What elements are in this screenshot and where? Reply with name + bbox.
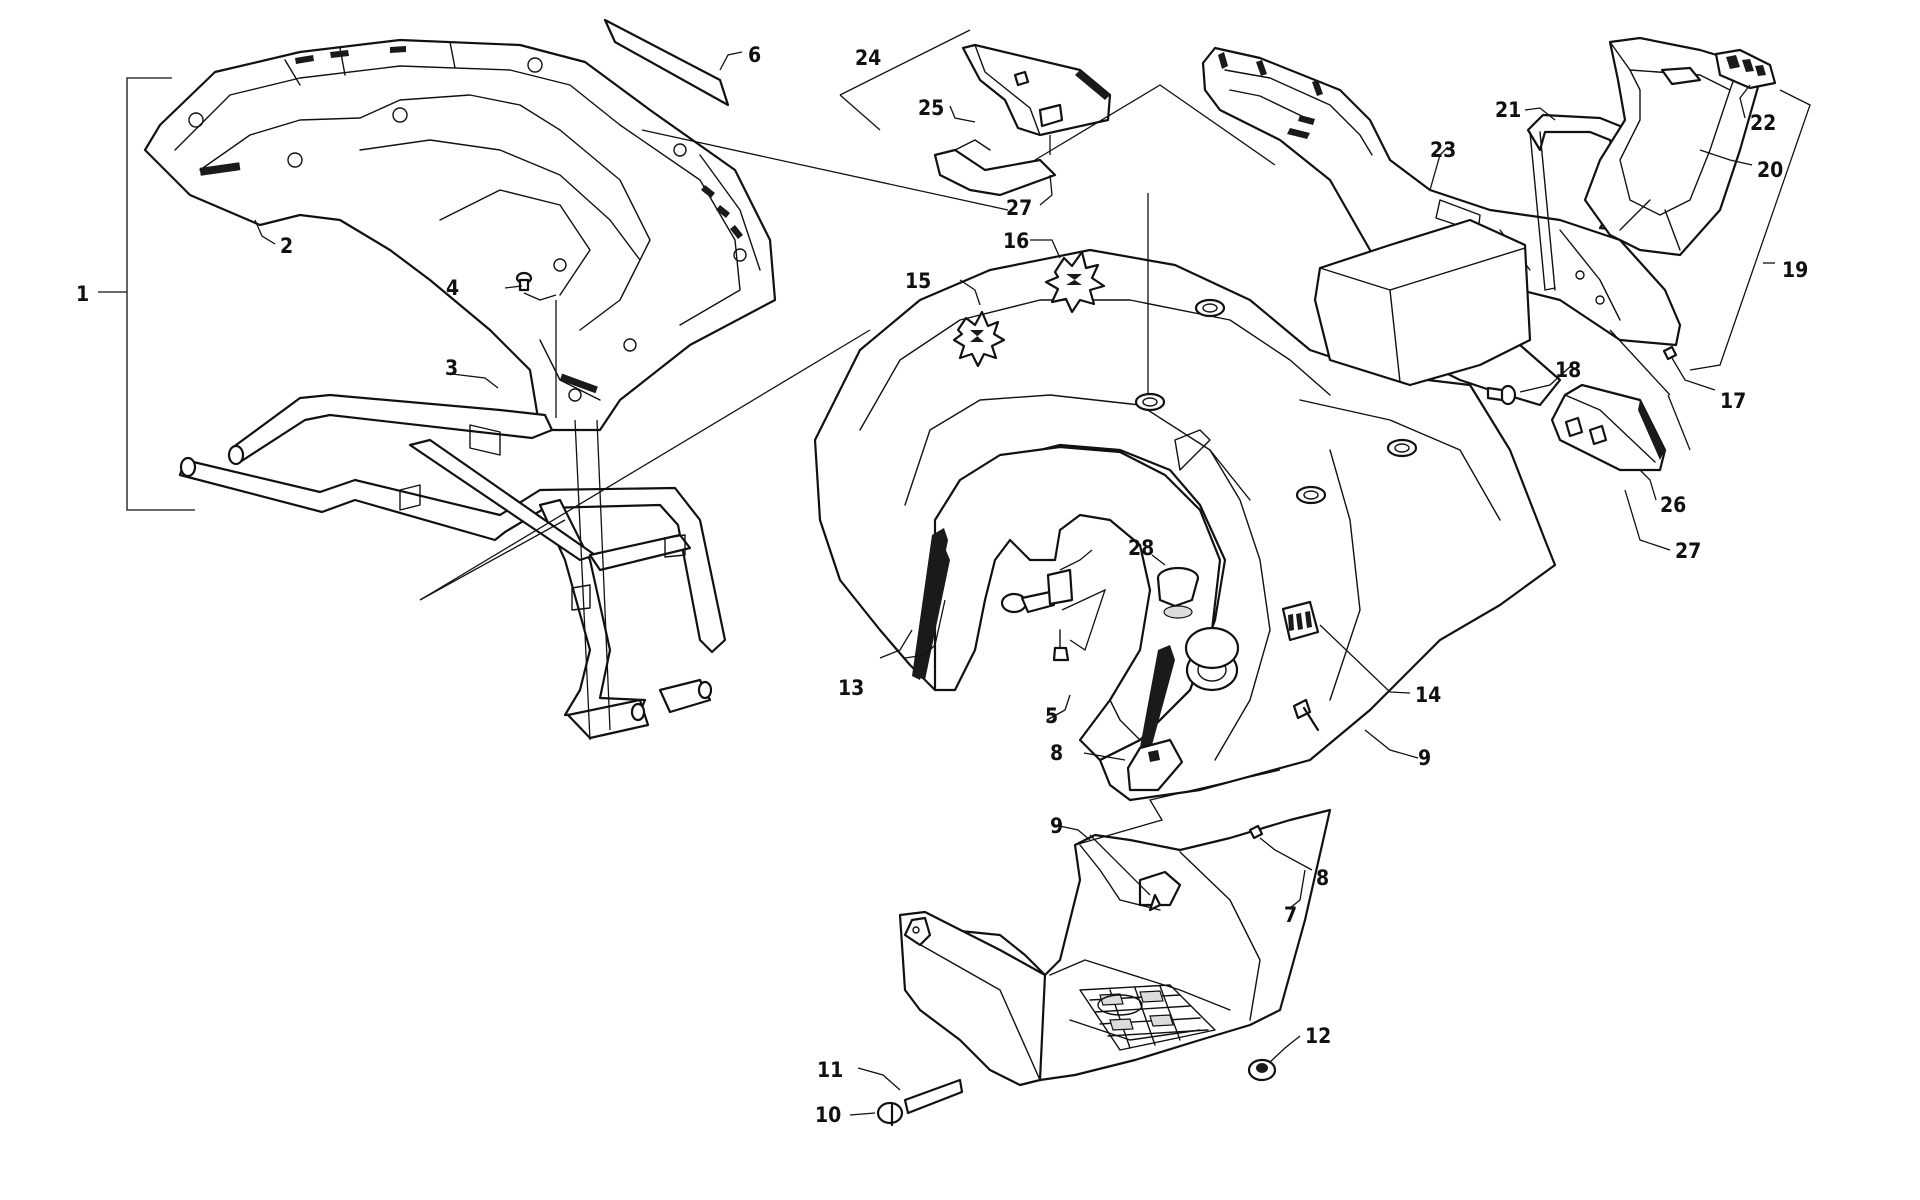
leader-fender-to-footwell (1074, 769, 1281, 846)
assembly-bracket-19 (1689, 89, 1811, 371)
fastener-9-upper (1292, 698, 1320, 732)
callout-22: 22 (1750, 111, 1776, 135)
callout-28: 28 (1128, 536, 1154, 560)
callout-15: 15 (905, 269, 931, 293)
callout-4: 4 (446, 276, 459, 300)
leader-26-b (1667, 394, 1691, 451)
storage-box-assembly (1201, 46, 1682, 407)
callout-7: 7 (1284, 903, 1297, 927)
decal-15 (952, 310, 1006, 368)
pin-fastener-5 (1000, 549, 1107, 662)
callout-leaders (254, 51, 1753, 1116)
callout-1: 1 (76, 282, 89, 306)
rack-fastener (515, 271, 611, 741)
leader-rack-frame-a (419, 519, 566, 601)
callout-13: 13 (838, 676, 864, 700)
leader-rack-to-fender-b (641, 129, 1009, 211)
callout-26: 26 (1660, 493, 1686, 517)
callout-25: 25 (918, 96, 944, 120)
assembly-bracket-1 (126, 77, 195, 511)
callout-8-upper: 8 (1050, 741, 1063, 765)
rack-tube-frame (178, 393, 727, 740)
callout-labels: 1 2 3 4 5 6 7 8 8 9 9 10 11 12 13 14 15 … (76, 43, 1808, 1127)
rack-top-panel (143, 38, 777, 432)
backing-plate-25 (933, 139, 1057, 197)
footwell-panel-7 (898, 808, 1332, 1087)
decal-16 (1044, 250, 1106, 314)
fastener-17 (1662, 345, 1678, 361)
plug-12 (1247, 1058, 1277, 1082)
taillight-housing-24 (961, 43, 1112, 137)
decal-strip (603, 18, 730, 107)
leader-26-a (1609, 329, 1671, 396)
callout-19: 19 (1782, 258, 1808, 282)
callout-2: 2 (280, 234, 293, 258)
callout-3: 3 (445, 356, 458, 380)
callout-10: 10 (815, 1103, 841, 1127)
taillight-lens-26 (1550, 383, 1667, 472)
leader-24-c (1034, 84, 1276, 166)
leader-24-a (839, 29, 971, 96)
callout-27-lower: 27 (1675, 539, 1701, 563)
callout-21: 21 (1495, 98, 1521, 122)
callout-20: 20 (1757, 158, 1783, 182)
callout-23: 23 (1430, 138, 1456, 162)
leader-rack-to-fender (419, 329, 871, 601)
callout-5: 5 (1045, 704, 1058, 728)
callout-9-upper: 9 (1418, 746, 1431, 770)
callout-11: 11 (817, 1058, 843, 1082)
callout-24: 24 (855, 46, 881, 70)
screw-18 (1486, 384, 1517, 406)
callout-6: 6 (748, 43, 761, 67)
callout-18: 18 (1555, 358, 1581, 382)
leader-24-b (839, 94, 881, 131)
taillight-cover-20 (1583, 36, 1762, 257)
callout-9-lower: 9 (1050, 814, 1063, 838)
callout-8-lower: 8 (1316, 866, 1329, 890)
fill-cap-28 (1156, 566, 1240, 670)
strap-11 (903, 1078, 964, 1115)
washer-10 (876, 1101, 904, 1127)
fender-trim-13 (915, 548, 950, 680)
rack-assembly (98, 18, 1009, 741)
warning-decal-14 (1281, 600, 1320, 642)
clip-8-upper (1126, 738, 1184, 792)
callout-27-upper: 27 (1006, 196, 1032, 220)
callout-12: 12 (1305, 1024, 1331, 1048)
callout-14: 14 (1415, 683, 1441, 707)
callout-16: 16 (1003, 229, 1029, 253)
callout-17: 17 (1720, 389, 1746, 413)
emblem-22 (1714, 48, 1777, 90)
clip-8-lower (1248, 824, 1264, 840)
fastener-9-lower (1089, 834, 1182, 912)
